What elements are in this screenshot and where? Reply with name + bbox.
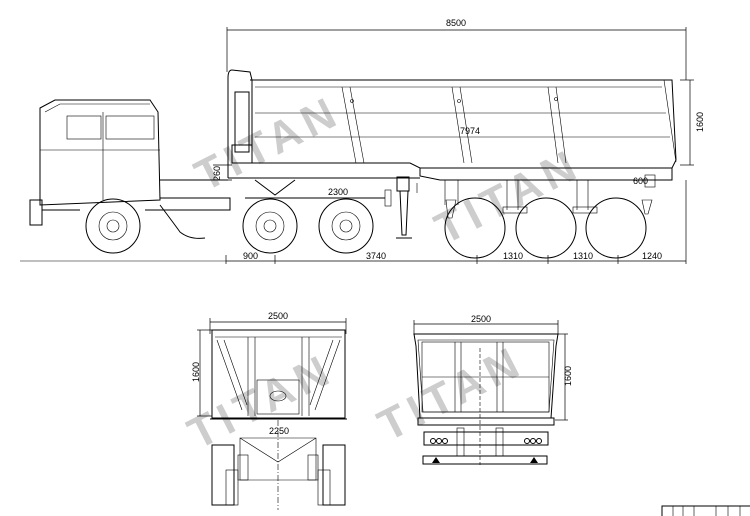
label-body-length: 7974 bbox=[460, 126, 480, 136]
label-kingpin-offset: 2300 bbox=[328, 187, 348, 197]
tractor-front-wheel bbox=[85, 198, 141, 254]
tractor-drive-wheel-2 bbox=[318, 198, 374, 254]
watermark-rear-view: TITAN bbox=[370, 336, 531, 451]
trailer-wheel-2 bbox=[515, 197, 577, 259]
label-dim-axle-2: 1310 bbox=[573, 251, 593, 261]
label-rear-height: 600 bbox=[633, 176, 648, 186]
label-front-height: 260 bbox=[212, 166, 222, 181]
tail-lights bbox=[430, 438, 542, 444]
label-dim-front: 900 bbox=[243, 251, 258, 261]
watermark-front-view: TITAN bbox=[180, 344, 341, 459]
trailer-wheel-1 bbox=[444, 197, 506, 259]
label-front-track: 2250 bbox=[269, 426, 289, 436]
dump-body: 1600 7974 bbox=[227, 69, 705, 181]
front-view: 2500 1600 2250 bbox=[191, 311, 347, 510]
title-block bbox=[661, 505, 750, 516]
watermark-side-front: TITAN bbox=[187, 86, 348, 201]
label-rear-width: 2500 bbox=[471, 314, 491, 324]
trailer-wheel-3 bbox=[585, 197, 647, 259]
watermark-side-rear: TITAN bbox=[427, 139, 588, 254]
watermarks: TITAN TITAN TITAN TITAN bbox=[180, 86, 588, 459]
label-overall-length: 8500 bbox=[446, 18, 466, 28]
label-front-height-dim: 1600 bbox=[191, 362, 201, 382]
dim-overall-length: 8500 bbox=[226, 18, 687, 80]
tractor-drive-wheel-1 bbox=[242, 198, 298, 254]
label-dim-rear-overhang: 1240 bbox=[642, 251, 662, 261]
label-rear-height-dim: 1600 bbox=[563, 366, 573, 386]
label-dim-kingpin-axle: 3740 bbox=[366, 251, 386, 261]
rear-view: 2500 1600 bbox=[413, 314, 573, 465]
side-view: 8500 1600 bbox=[20, 18, 705, 264]
label-front-width: 2500 bbox=[268, 311, 288, 321]
trailer-chassis: 260 2300 600 bbox=[212, 164, 656, 239]
tractor-truck bbox=[29, 99, 392, 254]
dim-axle-spacing: 900 3740 1310 1310 1240 bbox=[20, 180, 687, 264]
label-dim-axle-1: 1310 bbox=[503, 251, 523, 261]
label-body-height: 1600 bbox=[695, 112, 705, 132]
trailer-wheels bbox=[444, 197, 647, 259]
